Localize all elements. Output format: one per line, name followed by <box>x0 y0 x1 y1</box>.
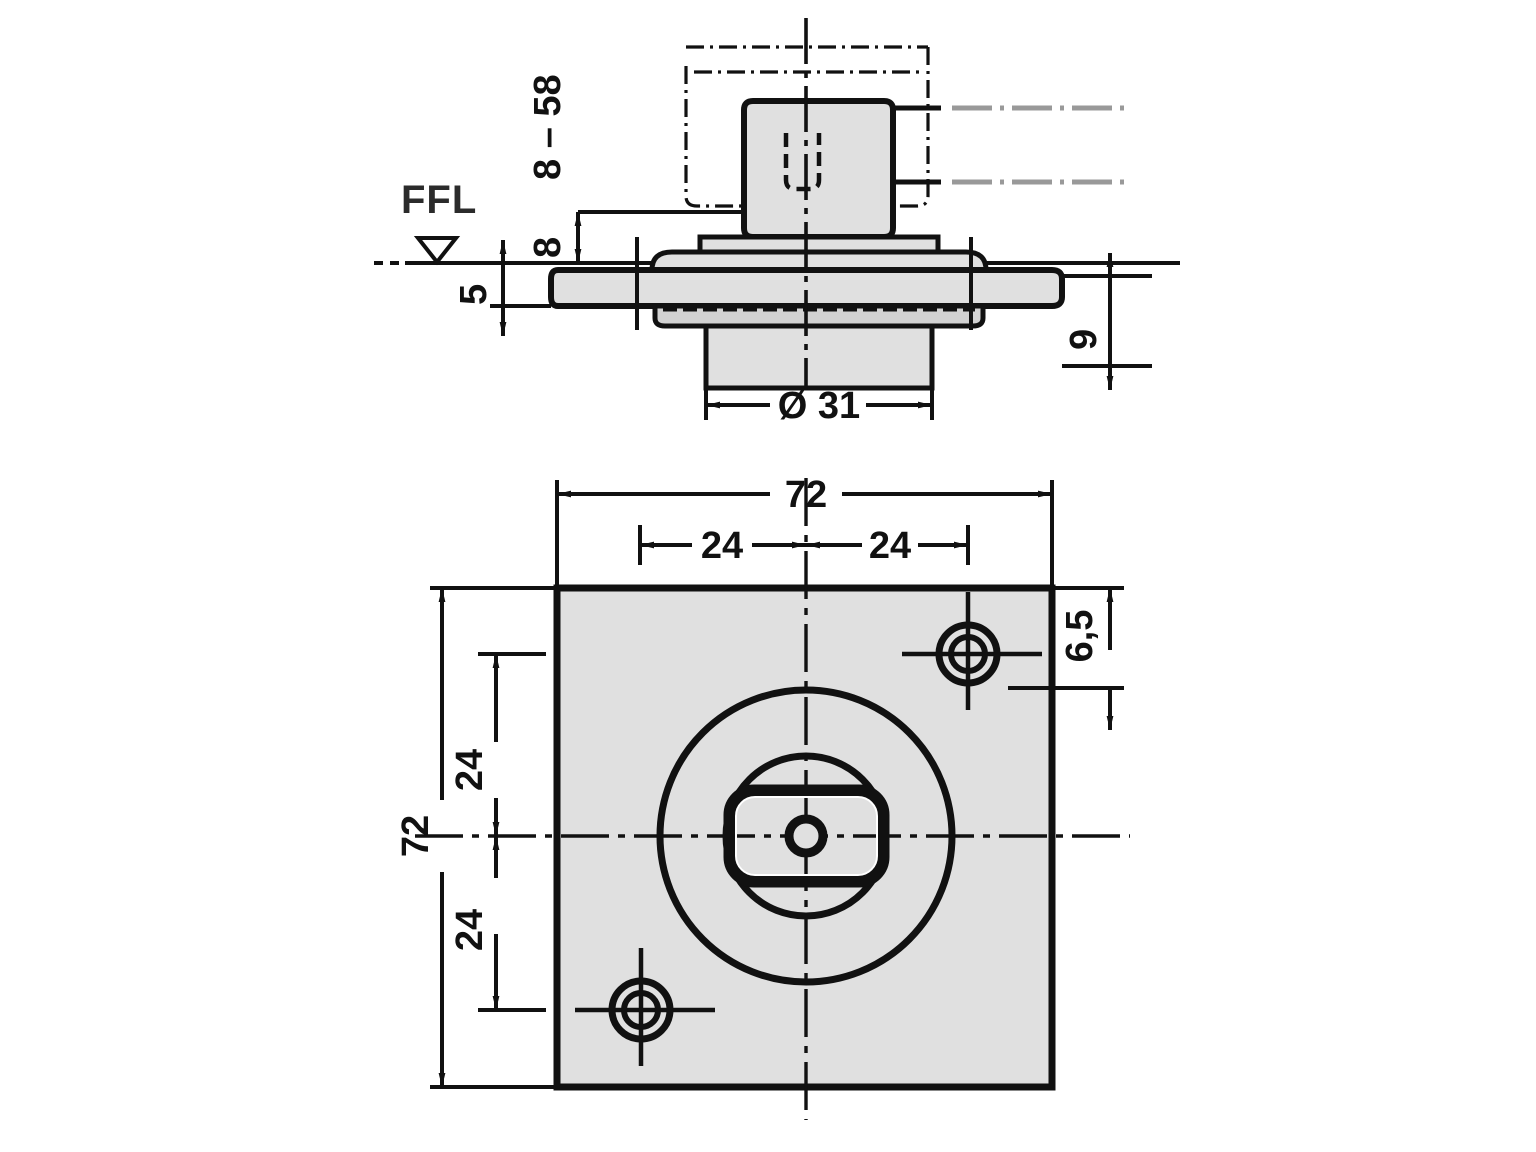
plan-rotary-slot-inner-edge <box>735 796 878 876</box>
elevation-flange-plate <box>548 267 1065 309</box>
elevation-reference-chain-lines <box>952 105 1130 185</box>
dimension-24-top-right-text: 24 <box>869 525 911 567</box>
ffl-triangle-icon <box>413 236 461 266</box>
dimension-24-left-lower-text: 24 <box>449 909 491 951</box>
dimension-9: 9 <box>1062 253 1152 390</box>
elevation-underside-lip <box>652 303 986 329</box>
plan-centrelines <box>415 478 1130 1120</box>
dimension-24-top-left: 24 <box>638 525 806 567</box>
dimension-5: 5 <box>453 240 551 336</box>
dimension-24-top-right: 24 <box>806 525 970 567</box>
dimension-8: 8 <box>527 212 580 263</box>
plan-fixing-hole-bottom-left <box>575 948 715 1066</box>
plan-view: 72 24 24 72 24 <box>395 474 1130 1120</box>
dimension-diameter-31-text: Ø 31 <box>778 385 860 427</box>
section-elevation-view: FFL <box>374 18 1180 427</box>
dimension-6-5-text: 6,5 <box>1059 610 1101 663</box>
elevation-spigot <box>703 323 935 391</box>
elevation-reference-leaders <box>893 105 941 185</box>
elevation-section-ticks <box>635 237 973 330</box>
dimension-8-text: 8 <box>527 237 569 258</box>
plan-fixing-hole-top-right <box>902 592 1042 710</box>
dimension-8-58-text: 8 – 58 <box>527 74 569 180</box>
dimension-8-58: 8 – 58 <box>527 74 744 263</box>
dimension-9-text: 9 <box>1063 329 1105 350</box>
ffl-label: FFL <box>401 178 477 222</box>
plan-outer-circle <box>656 686 956 986</box>
dimension-diameter-31: Ø 31 <box>704 326 934 427</box>
dimension-6-5: 6,5 <box>1008 586 1124 730</box>
plan-centre-hole <box>784 814 828 858</box>
dimension-72-vertical-text: 72 <box>395 815 437 857</box>
dimension-24-top-left-text: 24 <box>701 525 743 567</box>
dimension-72-horizontal-text: 72 <box>785 474 827 516</box>
dimension-5-text: 5 <box>453 284 495 305</box>
plan-rotary-slot <box>723 784 890 888</box>
dimension-24-left-lower: 24 <box>449 836 546 1012</box>
dimension-72-horizontal: 72 <box>555 474 1054 592</box>
elevation-upper-boss <box>741 98 896 240</box>
dimension-24-left-upper: 24 <box>449 652 546 836</box>
dimension-24-left-upper-text: 24 <box>449 749 491 791</box>
dimension-72-vertical: 72 <box>395 586 557 1089</box>
